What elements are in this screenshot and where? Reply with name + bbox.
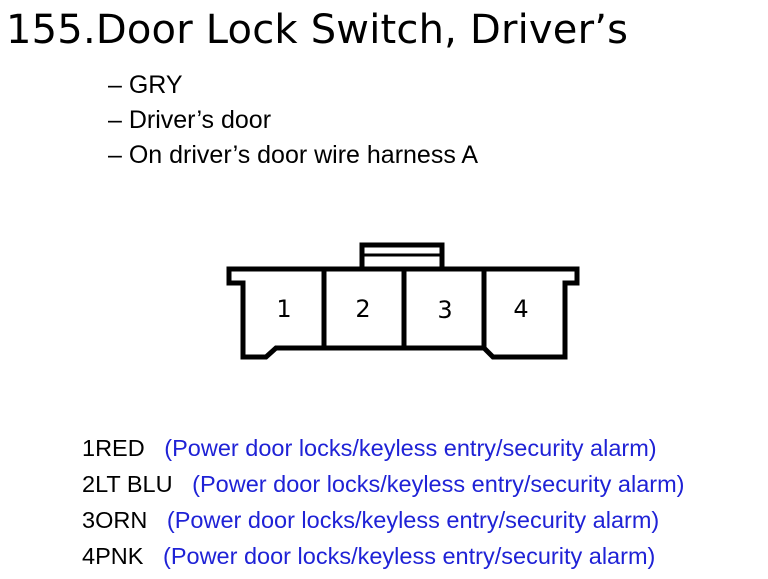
pin-wire-color: LT BLU	[95, 471, 173, 497]
connector-details: – GRY – Driver’s door – On driver’s door…	[108, 68, 478, 173]
pin-row-4: 4PNK (Power door locks/keyless entry/sec…	[82, 538, 685, 574]
connector-pin-4: 4	[513, 295, 528, 323]
pin-number: 3	[82, 507, 96, 533]
pin-number: 1	[82, 435, 96, 461]
detail-harness: – On driver’s door wire harness A	[108, 141, 479, 169]
pin-description: (Power door locks/keyless entry/security…	[166, 507, 660, 533]
detail-color: – GRY	[108, 71, 183, 99]
connector-lock-tab	[359, 242, 445, 269]
pin-wire-color: RED	[95, 435, 145, 461]
pin-list: 1RED (Power door locks/keyless entry/sec…	[82, 430, 685, 574]
connector-housing	[226, 266, 580, 360]
detail-location: – Driver’s door	[108, 106, 272, 134]
pin-description: (Power door locks/keyless entry/security…	[163, 543, 656, 569]
connector-pin-1: 1	[276, 295, 291, 323]
pin-number: 2	[82, 471, 96, 497]
pin-description: (Power door locks/keyless entry/security…	[164, 435, 657, 461]
pin-row-1: 1RED (Power door locks/keyless entry/sec…	[82, 430, 685, 466]
pin-row-3: 3ORN (Power door locks/keyless entry/sec…	[82, 502, 685, 538]
page-title: 155.Door Lock Switch, Driver’s	[6, 7, 629, 53]
pin-row-2: 2LT BLU (Power door locks/keyless entry/…	[82, 466, 685, 502]
connector-pin-2: 2	[355, 295, 370, 323]
pin-wire-color: ORN	[95, 507, 148, 533]
pin-description: (Power door locks/keyless entry/security…	[192, 471, 685, 497]
connector-pin-3: 3	[437, 296, 452, 324]
pin-number: 4	[82, 543, 96, 569]
pin-wire-color: PNK	[95, 543, 144, 569]
